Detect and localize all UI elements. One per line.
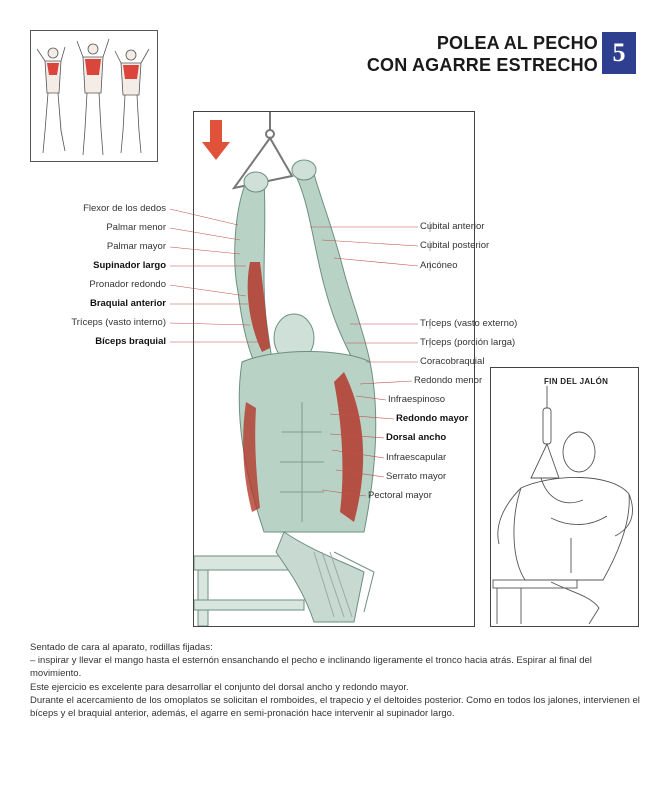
- description-line-1: Sentado de cara al aparato, rodillas fij…: [30, 642, 213, 653]
- exercise-number-badge: 5: [602, 32, 636, 74]
- description-line-3: Este ejercicio es excelente para desarro…: [30, 681, 409, 693]
- title-line-2: CON AGARRE ESTRECHO: [366, 55, 598, 75]
- label-biceps-braquial: Bíceps braquial: [95, 336, 166, 347]
- label-infraespinoso: Infraespinoso: [388, 394, 446, 405]
- label-supinador-largo: Supinador largo: [93, 260, 166, 271]
- label-pectoral-mayor: Pectoral mayor: [368, 490, 432, 501]
- lat-pulldown-anatomy-illustration: [193, 112, 377, 627]
- label-infraescapular: Infraescapular: [386, 452, 447, 463]
- label-serrato-mayor: Serrato mayor: [386, 471, 447, 482]
- title-line-1: POLEA AL PECHO: [436, 33, 598, 53]
- label-palmar-mayor: Palmar mayor: [106, 241, 166, 252]
- label-triceps-vasto-externo: Tríceps (vasto externo): [420, 318, 518, 329]
- label-braquial-anterior: Braquial anterior: [89, 298, 166, 309]
- label-palmar-menor: Palmar menor: [106, 222, 166, 233]
- label-pronador-redondo: Pronador redondo: [89, 279, 166, 290]
- label-coracobraquial: Coracobraquial: [420, 356, 485, 367]
- end-of-pull-frame: [490, 367, 639, 627]
- main-illustration-frame: [193, 111, 475, 627]
- overview-figures-illustration: [36, 38, 150, 156]
- label-cubital-anterior: Cubital anterior: [420, 221, 485, 232]
- end-of-pull-title: FIN DEL JALÓN: [544, 377, 609, 386]
- label-flexor-dedos: Flexor de los dedos: [83, 203, 166, 214]
- exercise-description: Sentado de cara al aparato, rodillas fij…: [30, 641, 642, 720]
- label-triceps-vasto-interno: Tríceps (vasto interno): [71, 317, 166, 328]
- label-dorsal-ancho: Dorsal ancho: [386, 432, 447, 443]
- label-anconeo: Ancóneo: [420, 260, 458, 271]
- page-title: POLEA AL PECHO CON AGARRE ESTRECHO: [367, 32, 598, 76]
- description-line-2: – inspirar y llevar el mango hasta el es…: [30, 655, 592, 680]
- description-line-4: Durante el acercamiento de los omoplatos…: [30, 694, 640, 720]
- label-cubital-posterior: Cubital posterior: [420, 240, 490, 251]
- label-triceps-porcion-larga: Tríceps (porción larga): [420, 337, 516, 348]
- end-of-pull-illustration: [492, 386, 633, 625]
- pull-direction-arrow-icon: [202, 120, 230, 160]
- muscle-overview-thumbnail: [30, 30, 158, 162]
- label-redondo-mayor: Redondo mayor: [396, 413, 469, 424]
- label-redondo-menor: Redondo menor: [414, 375, 483, 386]
